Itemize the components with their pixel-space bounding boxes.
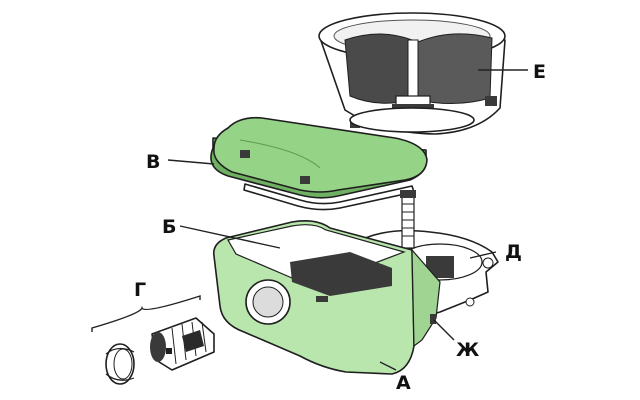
label-zh: Ж: [456, 339, 479, 361]
leader-d: [469, 251, 497, 259]
leader-v: [167, 159, 215, 165]
filter-sponge-cutaway: [344, 33, 413, 104]
label-b: Б: [162, 216, 176, 238]
leader-lines: [91, 69, 528, 371]
leader-b: [179, 225, 281, 249]
bracket-g: [91, 295, 201, 332]
label-v: В: [146, 151, 160, 173]
filter-pad-v: [210, 116, 428, 211]
label-a: А: [396, 372, 411, 394]
label-e: Е: [533, 61, 546, 83]
housing-a: [212, 190, 499, 375]
leader-zh: [433, 319, 455, 341]
callout-labels: Е В Б Д Г Ж А: [134, 61, 546, 394]
cover-cylinder-e: [318, 12, 506, 135]
label-g: Г: [134, 279, 146, 301]
label-d: Д: [505, 241, 522, 263]
connector-parts-g: [105, 317, 215, 385]
leader-a: [379, 361, 397, 371]
